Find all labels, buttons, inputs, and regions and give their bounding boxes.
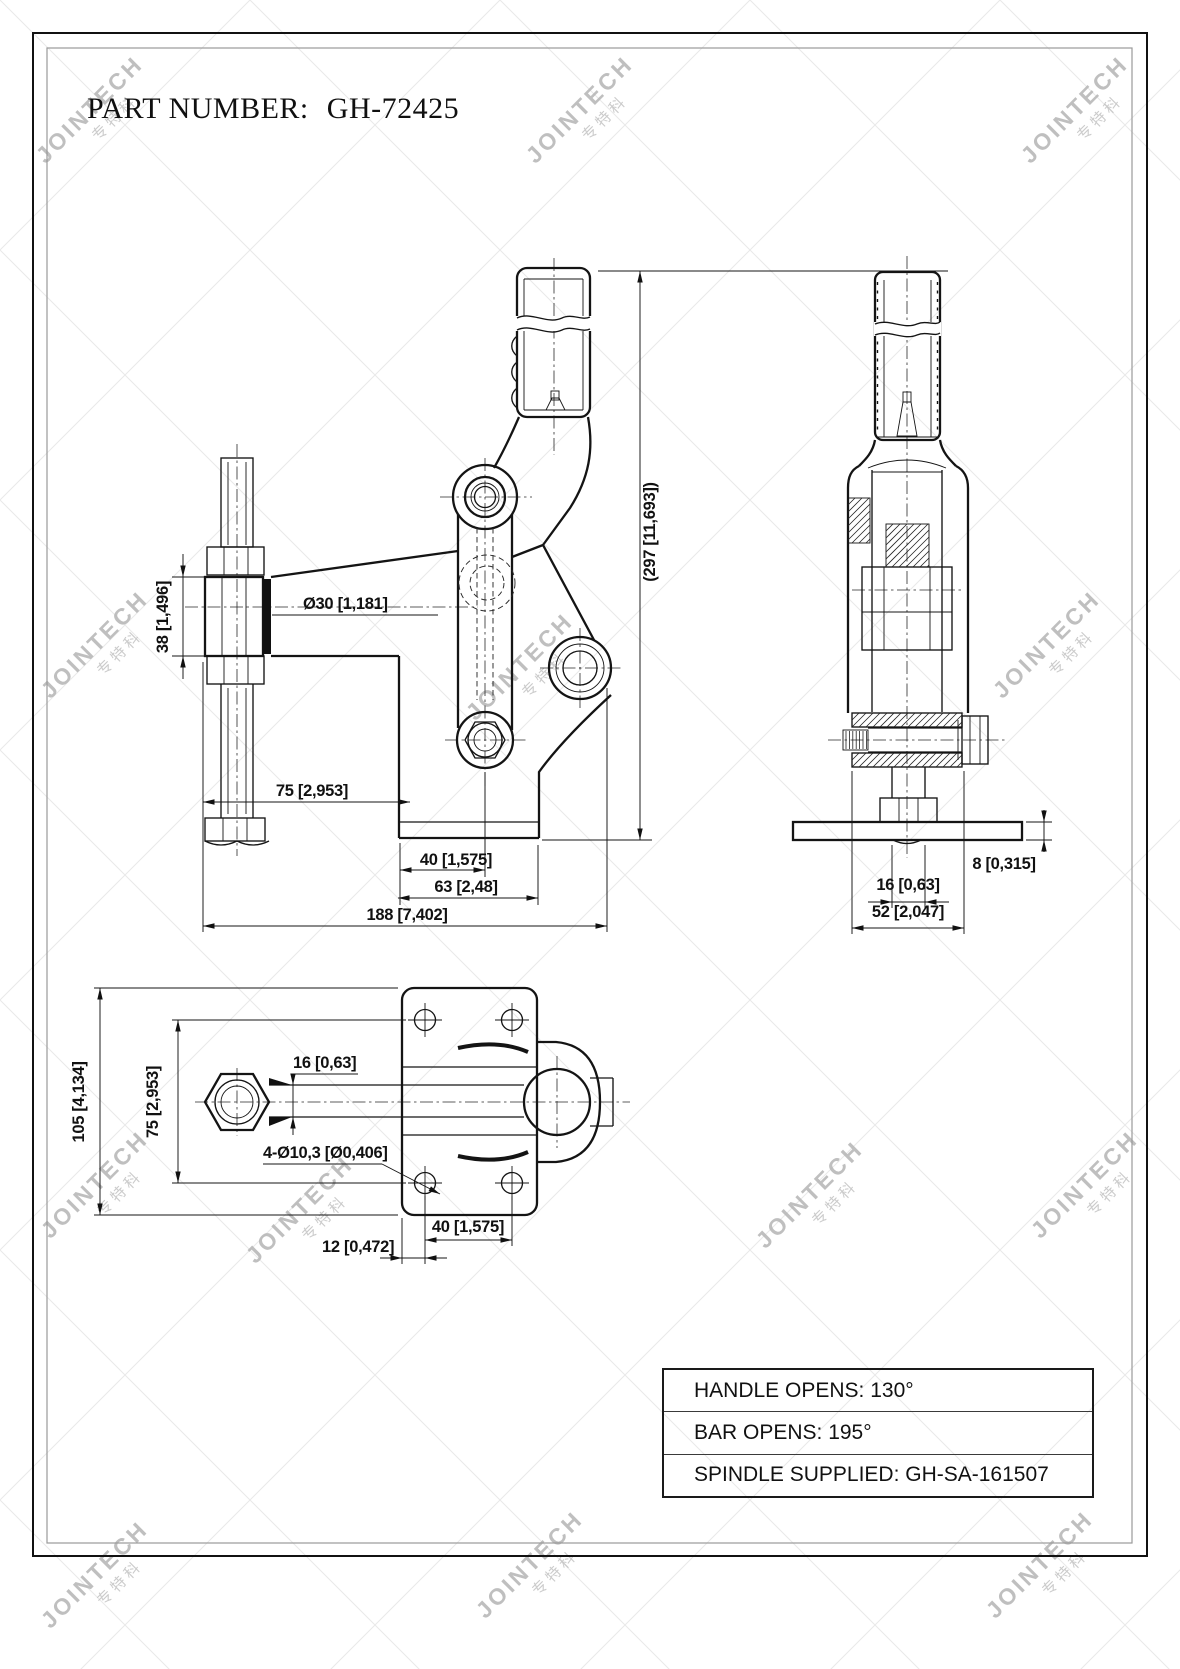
thread-detail-lines bbox=[845, 731, 867, 749]
dim-front-base-inner-width: 63 [2,48] bbox=[434, 878, 497, 896]
mounting-plate bbox=[400, 986, 539, 1217]
dimension-arrowheads bbox=[97, 271, 1047, 1261]
part-number-label: PART NUMBER: bbox=[87, 92, 309, 125]
dim-front-overall-height: (297 [11,693]) bbox=[641, 482, 659, 581]
spec-row-bar-opens: BAR OPENS: 195° bbox=[664, 1411, 1092, 1453]
dim-side-bar-width: 16 [0,63] bbox=[876, 876, 939, 894]
dim-bottom-edge-offset: 12 [0,472] bbox=[322, 1238, 394, 1256]
handle-grip-side bbox=[873, 270, 942, 442]
dim-bottom-plate-length: 105 [4,134] bbox=[70, 1061, 88, 1142]
dim-front-pad-height: 38 [1,496] bbox=[154, 581, 172, 653]
sheet-frame bbox=[32, 32, 1148, 1557]
dim-front-pad-to-body: 75 [2,953] bbox=[276, 782, 348, 800]
dim-front-pad-diameter: Ø30 [1,181] bbox=[303, 595, 388, 613]
front-view-drawing bbox=[185, 258, 622, 856]
section-hatching bbox=[847, 497, 963, 768]
dim-side-flange-width: 52 [2,047] bbox=[872, 903, 944, 921]
dim-bottom-hole-pitch-cross: 40 [1,575] bbox=[432, 1218, 504, 1236]
part-number-value: GH-72425 bbox=[326, 92, 460, 125]
dim-bottom-mounting-holes: 4-Ø10,3 [Ø0,406] bbox=[263, 1144, 388, 1162]
base-flange-side bbox=[791, 820, 1024, 842]
dim-front-base-hole-offset: 40 [1,575] bbox=[420, 851, 492, 869]
dimension-annotations: (297 [11,693]) 38 [1,496] Ø30 [1,181] 75… bbox=[70, 270, 1052, 1264]
dim-side-base-thickness: 8 [0,315] bbox=[972, 855, 1035, 873]
part-number-title: PART NUMBER: GH-72425 bbox=[87, 92, 459, 126]
clamp-pad-section bbox=[263, 579, 271, 654]
dim-front-overall-length: 188 [7,402] bbox=[366, 906, 447, 924]
bottom-view-drawing bbox=[195, 986, 630, 1217]
dim-bottom-hole-pitch: 75 [2,953] bbox=[144, 1066, 162, 1138]
dim-bottom-bar-width: 16 [0,63] bbox=[293, 1054, 356, 1072]
spec-row-spindle-supplied: SPINDLE SUPPLIED: GH-SA-161507 bbox=[664, 1453, 1092, 1496]
side-view-drawing bbox=[791, 256, 1024, 858]
handle-grip-front bbox=[515, 266, 592, 419]
spec-row-handle-opens: HANDLE OPENS: 130° bbox=[694, 1378, 914, 1402]
spec-table: HANDLE OPENS: 130° BAR OPENS: 195° SPIND… bbox=[662, 1368, 1094, 1498]
